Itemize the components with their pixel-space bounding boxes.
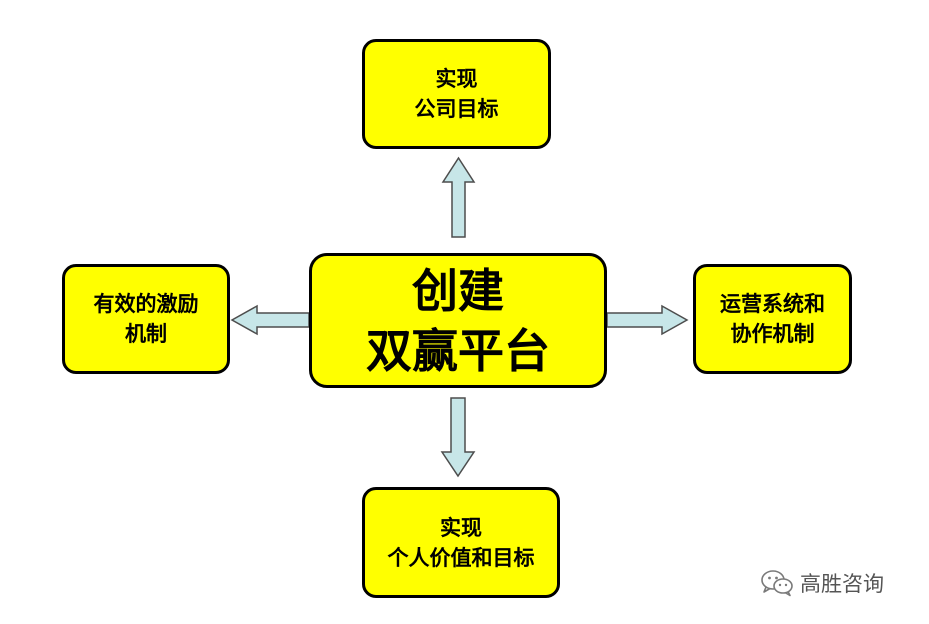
incentive-mechanism-line1: 有效的激励	[93, 291, 199, 316]
arrow-up	[441, 156, 476, 238]
personal-value-line2: 个人价值和目标	[387, 544, 535, 570]
arrow-right	[606, 304, 689, 336]
watermark: 高胜咨询	[760, 566, 884, 600]
win-win-platform-line2: 双赢平台	[366, 323, 550, 378]
wechat-icon	[761, 570, 793, 597]
arrow-left	[230, 304, 310, 336]
incentive-mechanism-box: 有效的激励 机制	[62, 264, 230, 374]
operation-system-line1: 运营系统和	[720, 291, 825, 316]
watermark-text: 高胜咨询	[800, 572, 884, 596]
personal-value-box: 实现 个人价值和目标	[362, 487, 560, 598]
goal-company-line2: 公司目标	[414, 96, 499, 121]
personal-value-line1: 实现	[440, 514, 482, 540]
goal-company-line1: 实现	[435, 66, 478, 91]
goal-company-box: 实现 公司目标	[362, 39, 551, 149]
operation-system-line2: 协作机制	[730, 321, 815, 346]
incentive-mechanism-line2: 机制	[125, 321, 167, 346]
win-win-platform-box: 创建 双赢平台	[309, 253, 607, 388]
win-win-platform-line1: 创建	[412, 263, 504, 318]
arrow-down	[440, 397, 476, 478]
operation-system-box: 运营系统和 协作机制	[693, 264, 852, 374]
